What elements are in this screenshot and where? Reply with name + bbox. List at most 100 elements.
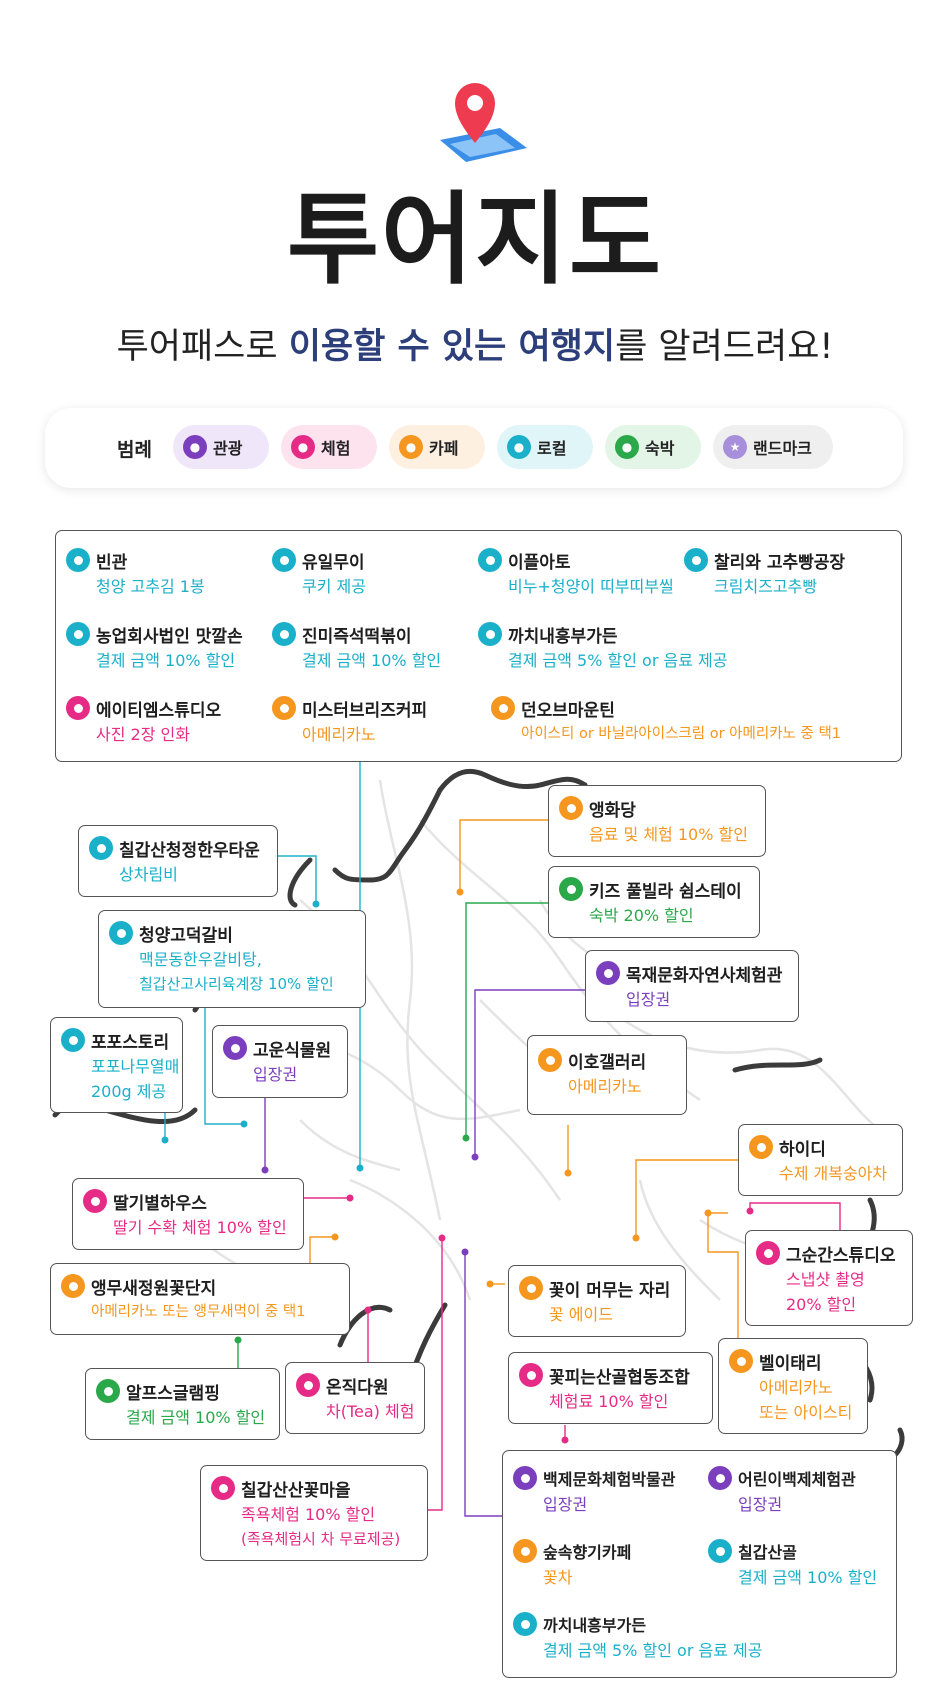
place-name[interactable]: 백제문화체험박물관 <box>543 1470 676 1489</box>
page-subtitle: 투어패스로 이용할 수 있는 여행지를 알려드려요! <box>0 318 950 369</box>
place-benefit: 족욕체험 10% 할인 <box>241 1505 376 1524</box>
place-benefit: 입장권 <box>738 1495 783 1514</box>
map-pin-icon <box>272 696 296 720</box>
place-name: 벨이태리 <box>759 1354 822 1374</box>
place-name[interactable]: 농업회사법인 맛깔손 <box>96 627 243 647</box>
place-benefit: 음료 및 체험 10% 할인 <box>589 825 748 844</box>
place-name: 온직다원 <box>326 1378 389 1398</box>
place-name[interactable]: 유일무이 <box>302 553 365 573</box>
place-name: 앵화당 <box>589 801 636 821</box>
place-card[interactable]: 그순간스튜디오 스냅샷 촬영 20% 할인 <box>745 1230 913 1326</box>
place-name[interactable]: 까치내흥부가든 <box>543 1616 647 1635</box>
map-pin-icon <box>83 1189 107 1213</box>
place-card[interactable]: 꽃피는산골협동조합 체험료 10% 할인 <box>508 1352 713 1424</box>
place-benefit: 입장권 <box>626 990 671 1009</box>
subtitle-part2: 를 알려드려요! <box>615 327 834 367</box>
legend-item-experience[interactable]: ● 체험 <box>281 425 377 469</box>
place-card[interactable]: 칠갑산산꽃마을 족욕체험 10% 할인 (족욕체험시 차 무료제공) <box>200 1465 428 1561</box>
map-pin-icon: ● <box>615 435 639 459</box>
legend-item-landmark[interactable]: ★ 랜드마크 <box>713 425 833 469</box>
place-name[interactable]: 칠갑산골 <box>738 1543 797 1562</box>
map-pin-icon: ● <box>399 435 423 459</box>
map-pin-icon <box>756 1241 780 1265</box>
map-pin-icon <box>89 836 113 860</box>
subtitle-part1: 투어패스로 <box>116 327 289 367</box>
place-card[interactable]: 이호갤러리 아메리카노 <box>527 1035 687 1115</box>
place-name: 딸기별하우스 <box>113 1194 207 1214</box>
map-pin-icon <box>296 1373 320 1397</box>
map-pin-icon <box>109 921 133 945</box>
map-pin-icon <box>61 1028 85 1052</box>
place-benefit: 20% 할인 <box>786 1295 857 1314</box>
place-name[interactable]: 던오브마운틴 <box>521 701 615 721</box>
place-name[interactable]: 찰리와 고추빵공장 <box>714 553 846 573</box>
place-name: 칠갑산청정한우타운 <box>119 841 260 861</box>
place-name[interactable]: 이플아토 <box>508 553 571 573</box>
place-card[interactable]: 하이디 수제 개복숭아차 <box>738 1124 903 1196</box>
place-benefit: 결제 금액 10% 할인 <box>302 651 442 670</box>
place-name[interactable]: 진미즉석떡볶이 <box>302 627 412 647</box>
place-benefit: 체험료 10% 할인 <box>549 1392 669 1411</box>
legend-label: 범례 <box>117 439 152 461</box>
place-benefit: 아메리카노 또는 앵무새먹이 중 택1 <box>91 1304 306 1320</box>
place-name[interactable]: 빈관 <box>96 553 128 573</box>
map-pin-icon <box>513 1612 537 1636</box>
legend-item-stay[interactable]: ● 숙박 <box>605 425 701 469</box>
place-benefit: 입장권 <box>543 1495 588 1514</box>
place-card[interactable]: 키즈 풀빌라 쉼스테이 숙박 20% 할인 <box>548 866 760 938</box>
map-pin-icon <box>538 1048 562 1072</box>
place-benefit: 아메리카노 <box>568 1077 642 1096</box>
map-pin-icon <box>513 1466 537 1490</box>
place-benefit: 결제 금액 5% 할인 or 음료 제공 <box>508 651 728 670</box>
place-name: 꽃이 머무는 자리 <box>549 1281 671 1301</box>
place-card[interactable]: 꽃이 머무는 자리 꽃 에이드 <box>508 1265 686 1337</box>
place-benefit: (족욕체험시 차 무료제공) <box>241 1530 401 1548</box>
map-pin-icon <box>729 1349 753 1373</box>
place-card[interactable]: 목재문화자연사체험관 입장권 <box>585 950 799 1022</box>
place-benefit: 아메리카노 <box>302 725 376 744</box>
map-pin-icon: ● <box>507 435 531 459</box>
place-name: 하이디 <box>779 1140 826 1160</box>
place-card[interactable]: 온직다원 차(Tea) 체험 <box>285 1362 425 1434</box>
place-name: 키즈 풀빌라 쉼스테이 <box>589 882 742 902</box>
place-card[interactable]: 알프스글램핑 결제 금액 10% 할인 <box>85 1368 280 1440</box>
legend-item-cafe[interactable]: ● 카페 <box>389 425 485 469</box>
place-benefit: 딸기 수확 체험 10% 할인 <box>113 1218 287 1237</box>
map-pin-icon: ● <box>291 435 315 459</box>
place-name[interactable]: 까치내흥부가든 <box>508 627 618 647</box>
place-card[interactable]: 벨이태리 아메리카노 또는 아이스티 <box>718 1338 868 1434</box>
map-pin-icon <box>684 548 708 572</box>
place-card[interactable]: 앵무새정원꽃단지 아메리카노 또는 앵무새먹이 중 택1 <box>50 1263 350 1335</box>
place-list-top: 빈관 청양 고추김 1봉 유일무이 쿠키 제공 이플아토 비누+청양이 띠부띠부… <box>55 530 902 762</box>
place-benefit: 크림치즈고추빵 <box>714 577 818 596</box>
place-benefit: 차(Tea) 체험 <box>326 1402 415 1421</box>
legend-item-tourism[interactable]: ● 관광 <box>173 425 269 469</box>
place-card[interactable]: 청양고덕갈비 맥문동한우갈비탕, 칠갑산고사리육계장 10% 할인 <box>98 910 366 1008</box>
place-name[interactable]: 숲속향기카페 <box>543 1543 632 1562</box>
map-pin-icon <box>559 877 583 901</box>
place-card[interactable]: 칠갑산청정한우타운 상차림비 <box>78 825 278 897</box>
place-name: 칠갑산산꽃마을 <box>241 1481 351 1501</box>
map-pin-icon <box>708 1466 732 1490</box>
star-icon: ★ <box>723 435 747 459</box>
place-name: 고운식물원 <box>253 1041 332 1061</box>
map-pin-icon <box>478 622 502 646</box>
legend: 범례 ● 관광 ● 체험 ● 카페 ● 로컬 ● 숙박 ★ 랜드마크 <box>45 408 903 488</box>
map-pin-icon <box>519 1363 543 1387</box>
place-card[interactable]: 포포스토리 포포나무열매 200g 제공 <box>50 1017 183 1113</box>
place-benefit: 결제 금액 10% 할인 <box>96 651 236 670</box>
place-name[interactable]: 미스터브리즈커피 <box>302 701 428 721</box>
legend-item-label: 카페 <box>429 439 459 458</box>
place-benefit: 스냅샷 촬영 <box>786 1270 865 1289</box>
subtitle-highlight: 이용할 수 있는 여행지 <box>288 327 616 367</box>
place-card[interactable]: 딸기별하우스 딸기 수확 체험 10% 할인 <box>72 1178 304 1250</box>
place-card[interactable]: 앵화당 음료 및 체험 10% 할인 <box>548 785 766 857</box>
place-benefit: 맥문동한우갈비탕, <box>139 950 262 969</box>
place-name: 그순간스튜디오 <box>786 1246 896 1266</box>
header-map-pin-icon <box>440 83 527 162</box>
legend-item-local[interactable]: ● 로컬 <box>497 425 593 469</box>
legend-item-label: 랜드마크 <box>753 439 812 458</box>
place-name[interactable]: 에이티엠스튜디오 <box>96 701 222 721</box>
place-card[interactable]: 고운식물원 입장권 <box>212 1025 348 1098</box>
place-name[interactable]: 어린이백제체험관 <box>738 1470 856 1489</box>
